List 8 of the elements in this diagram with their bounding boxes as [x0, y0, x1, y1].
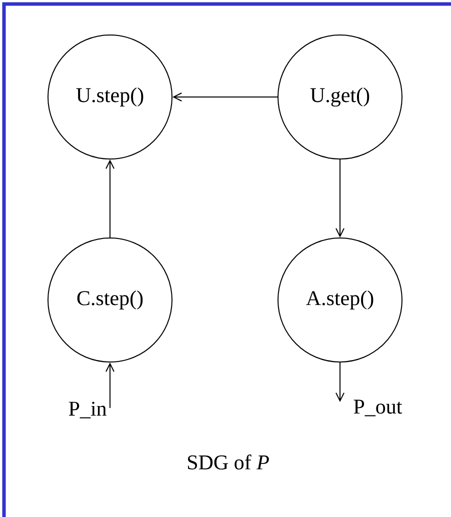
port-label: P_in [68, 402, 106, 418]
port-label: P_out [354, 400, 402, 416]
caption: SDG of P [188, 454, 269, 470]
arrow [106, 160, 114, 238]
arrow [172, 92, 278, 102]
arrow [336, 362, 344, 402]
arrow [336, 159, 344, 238]
arrow [106, 362, 114, 408]
